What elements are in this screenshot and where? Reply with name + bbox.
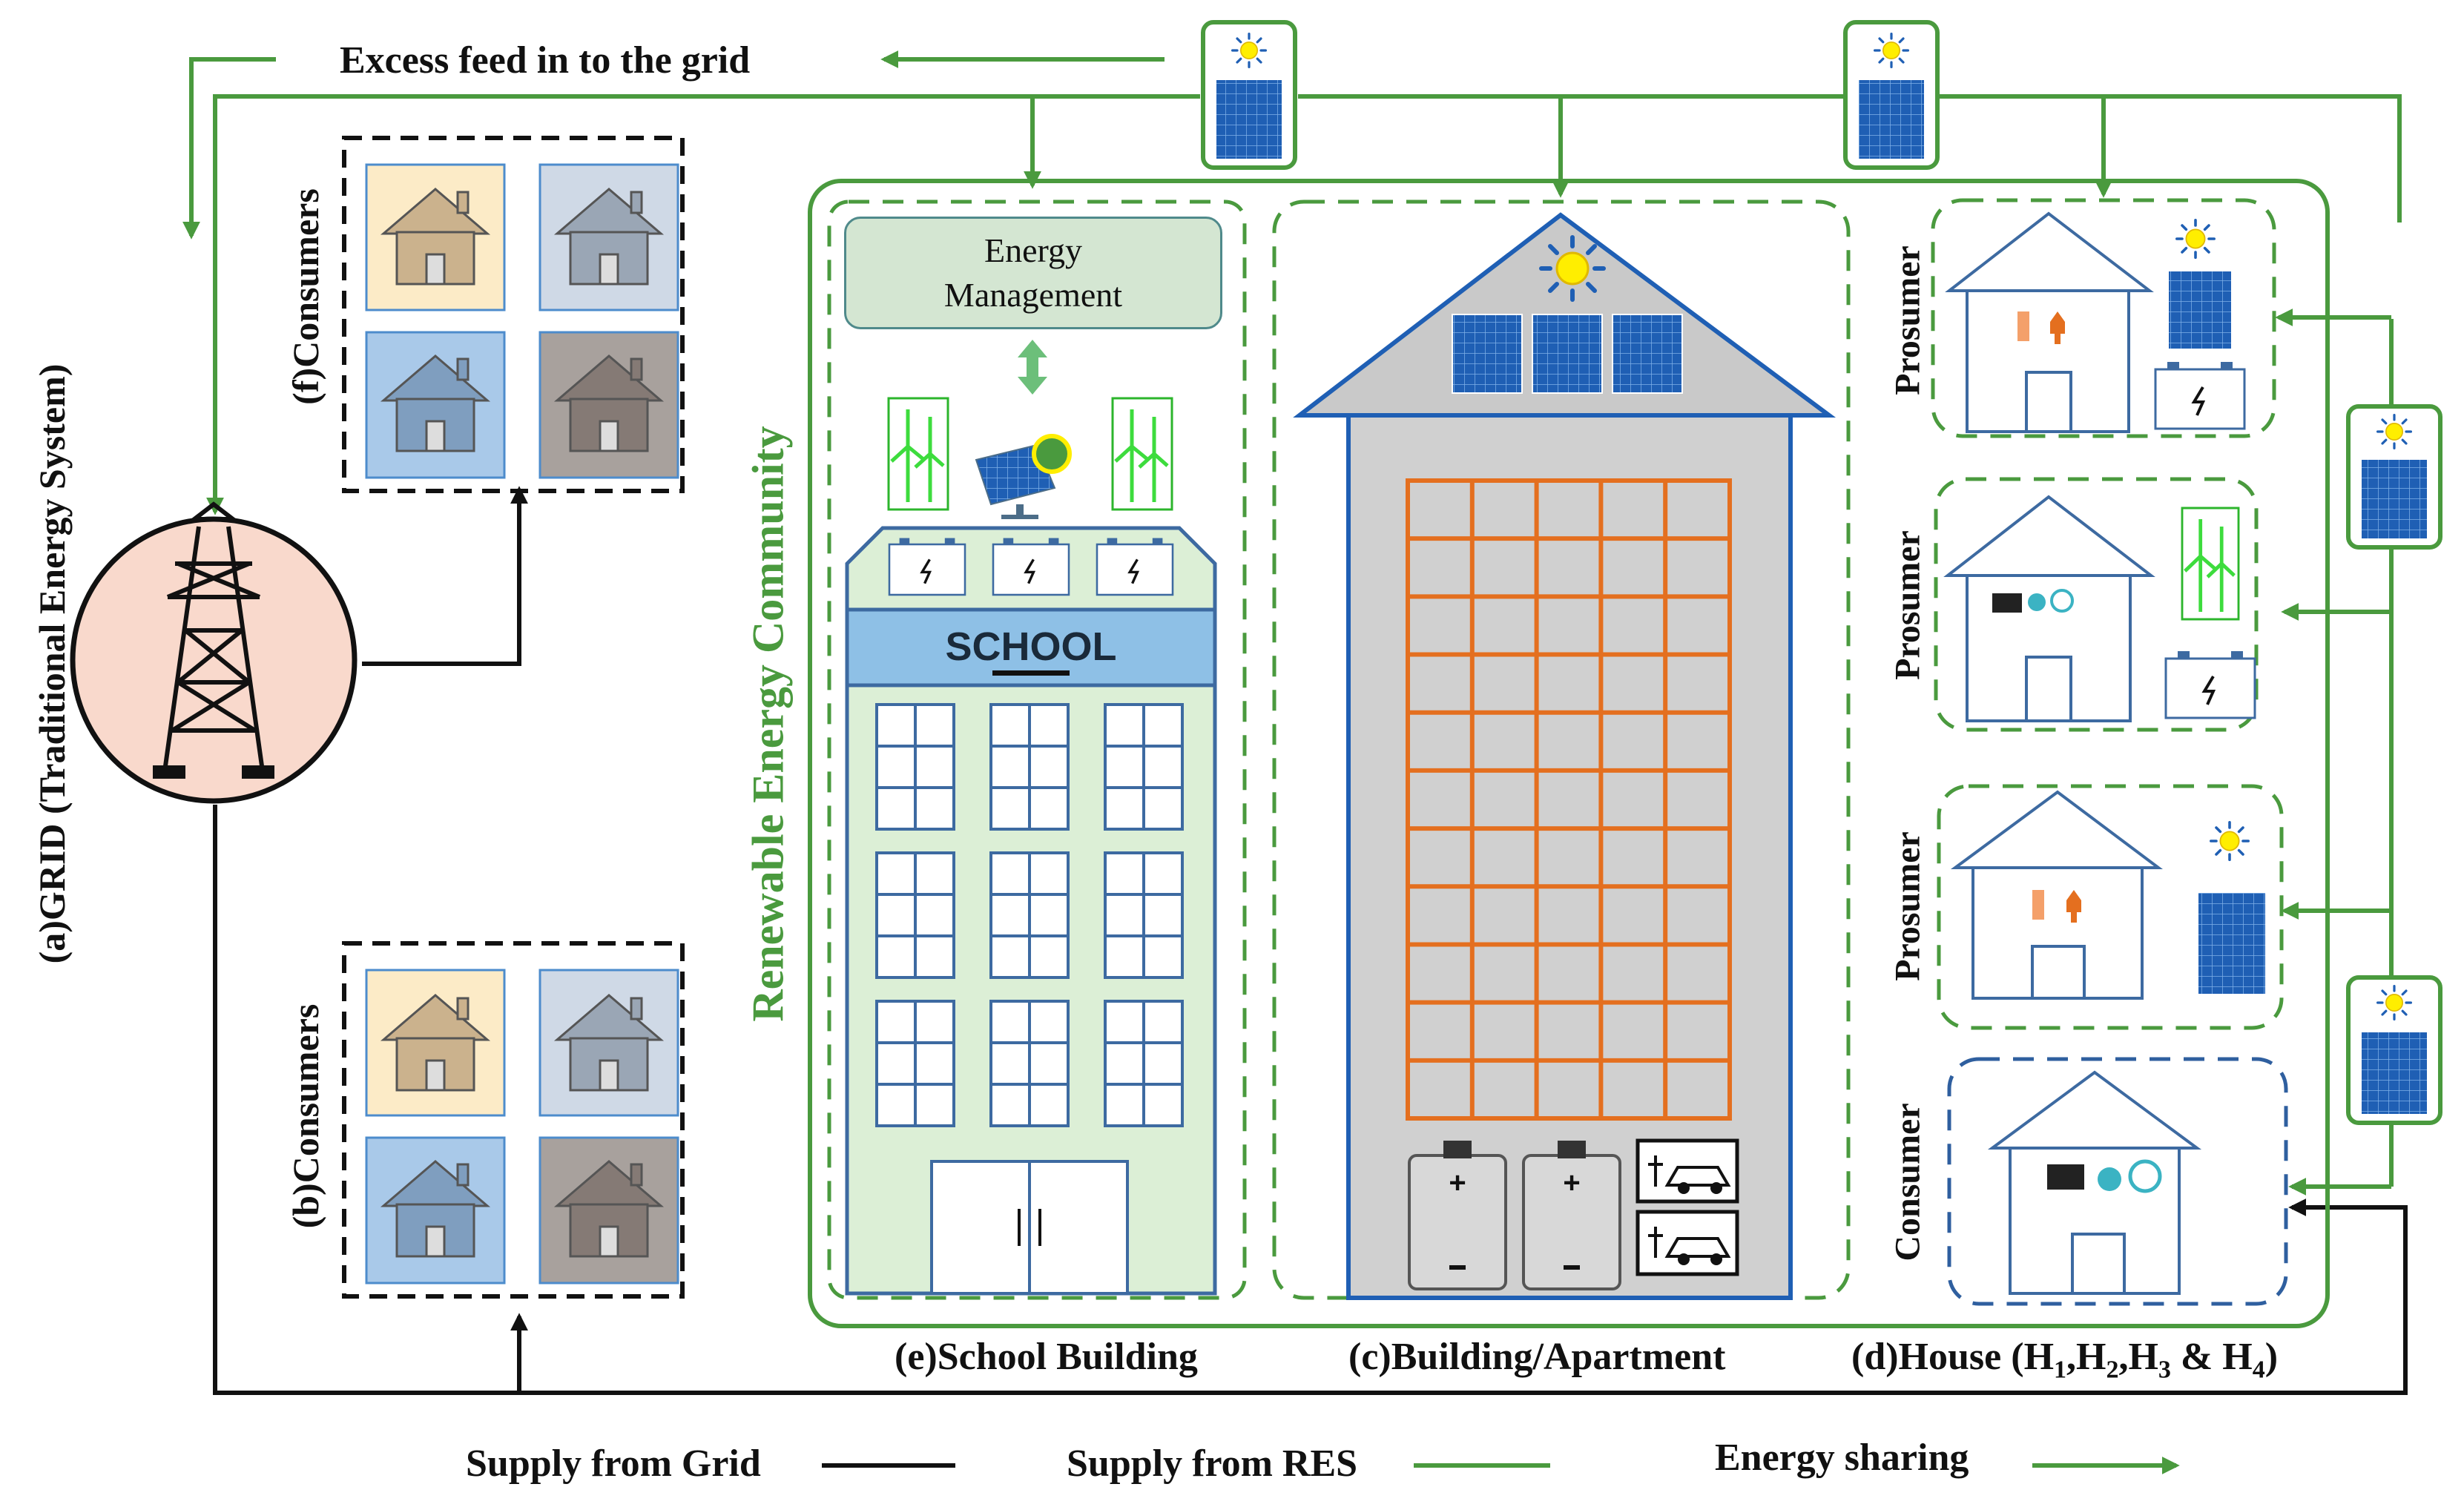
energy-management-line2: Management (943, 276, 1123, 314)
grid-tower (70, 501, 358, 804)
house-h3-frame (1937, 784, 2284, 1030)
house-h2-role: Prosumer (1888, 530, 1928, 680)
caption-house-close: ) (2264, 1336, 2279, 1378)
caption-house-sub4: 4 (2252, 1356, 2265, 1384)
excess-feed-label: Excess feed in to the grid (340, 39, 751, 82)
house-h1-frame (1931, 198, 2276, 438)
ev-charger-2 (1635, 1210, 1739, 1276)
legend-sharing-label: Energy sharing (1715, 1437, 1969, 1479)
pv-module-top-2 (1843, 20, 1940, 170)
energy-management-line1: Energy (984, 231, 1082, 269)
consumer-group-bottom (342, 941, 685, 1299)
caption-school: (e)School Building (895, 1336, 1198, 1378)
grid-label: (a)GRID (Traditional Energy System) (31, 363, 73, 964)
community-boundary (808, 179, 2330, 1328)
building-section-frame (1272, 199, 1851, 1300)
grid-supply-lines (213, 486, 2408, 1395)
community-label: Renewable Energy Community (743, 426, 793, 1022)
house-h3 (1950, 790, 2265, 1000)
consumers-top-label: (f)Consumers (285, 188, 326, 405)
svg-text:+: + (1563, 1167, 1580, 1199)
legend-grid-label: Supply from Grid (466, 1442, 761, 1485)
window-grid-frame (1406, 478, 1732, 1121)
school-section-frame (827, 199, 1247, 1300)
caption-house-h1: H (2023, 1336, 2055, 1378)
caption-house-amp: & (2170, 1336, 2223, 1378)
school-sign: SCHOOL (945, 624, 1117, 669)
caption-house-h2: H (2076, 1336, 2106, 1378)
house-h3-role: Prosumer (1888, 831, 1928, 981)
tower-icon (162, 501, 265, 772)
pv-module-right-2 (2346, 975, 2442, 1125)
caption-house-prefix: (d)House ( (1851, 1336, 2024, 1378)
school-solar-panel (975, 434, 1072, 519)
consumer-group-top (342, 136, 685, 493)
legend-res-label: Supply from RES (1067, 1442, 1358, 1485)
building-windows (1406, 478, 1732, 1121)
house-h4-role: Consumer (1888, 1103, 1928, 1262)
caption-house-h4: H (2222, 1336, 2253, 1378)
pv-module-right-1 (2346, 404, 2442, 550)
caption-house-sub3: 3 (2158, 1356, 2171, 1384)
caption-house-sub1: 1 (2054, 1356, 2067, 1384)
ev-charger-1 (1635, 1138, 1739, 1204)
storage-battery-1: + (1408, 1141, 1507, 1290)
caption-house-sub2: 2 (2106, 1356, 2119, 1384)
energy-management-box: Energy Management (844, 217, 1222, 329)
caption-house-sep1: , (2066, 1336, 2077, 1378)
bidirectional-arrow (1018, 340, 1047, 395)
house-h2 (1943, 495, 2256, 722)
svg-text:+: + (1449, 1167, 1466, 1199)
caption-building: (c)Building/Apartment (1348, 1336, 1726, 1378)
consumers-bottom-label: (b)Consumers (285, 1003, 326, 1229)
caption-house: (d)House (H1,H2,H3 & H4) (1851, 1335, 2278, 1384)
storage-battery-2: + (1522, 1141, 1621, 1290)
house-h4 (1987, 1070, 2202, 1295)
caption-house-h3: H (2128, 1336, 2158, 1378)
caption-house-sep2: , (2118, 1336, 2129, 1378)
school-building (845, 340, 1217, 1296)
pv-module-top-1 (1201, 20, 1297, 170)
house-h1 (1945, 211, 2246, 433)
house-h1-role: Prosumer (1888, 245, 1928, 395)
house-h4-frame (1947, 1057, 2288, 1306)
apartment-building: + + (1293, 212, 1837, 1300)
